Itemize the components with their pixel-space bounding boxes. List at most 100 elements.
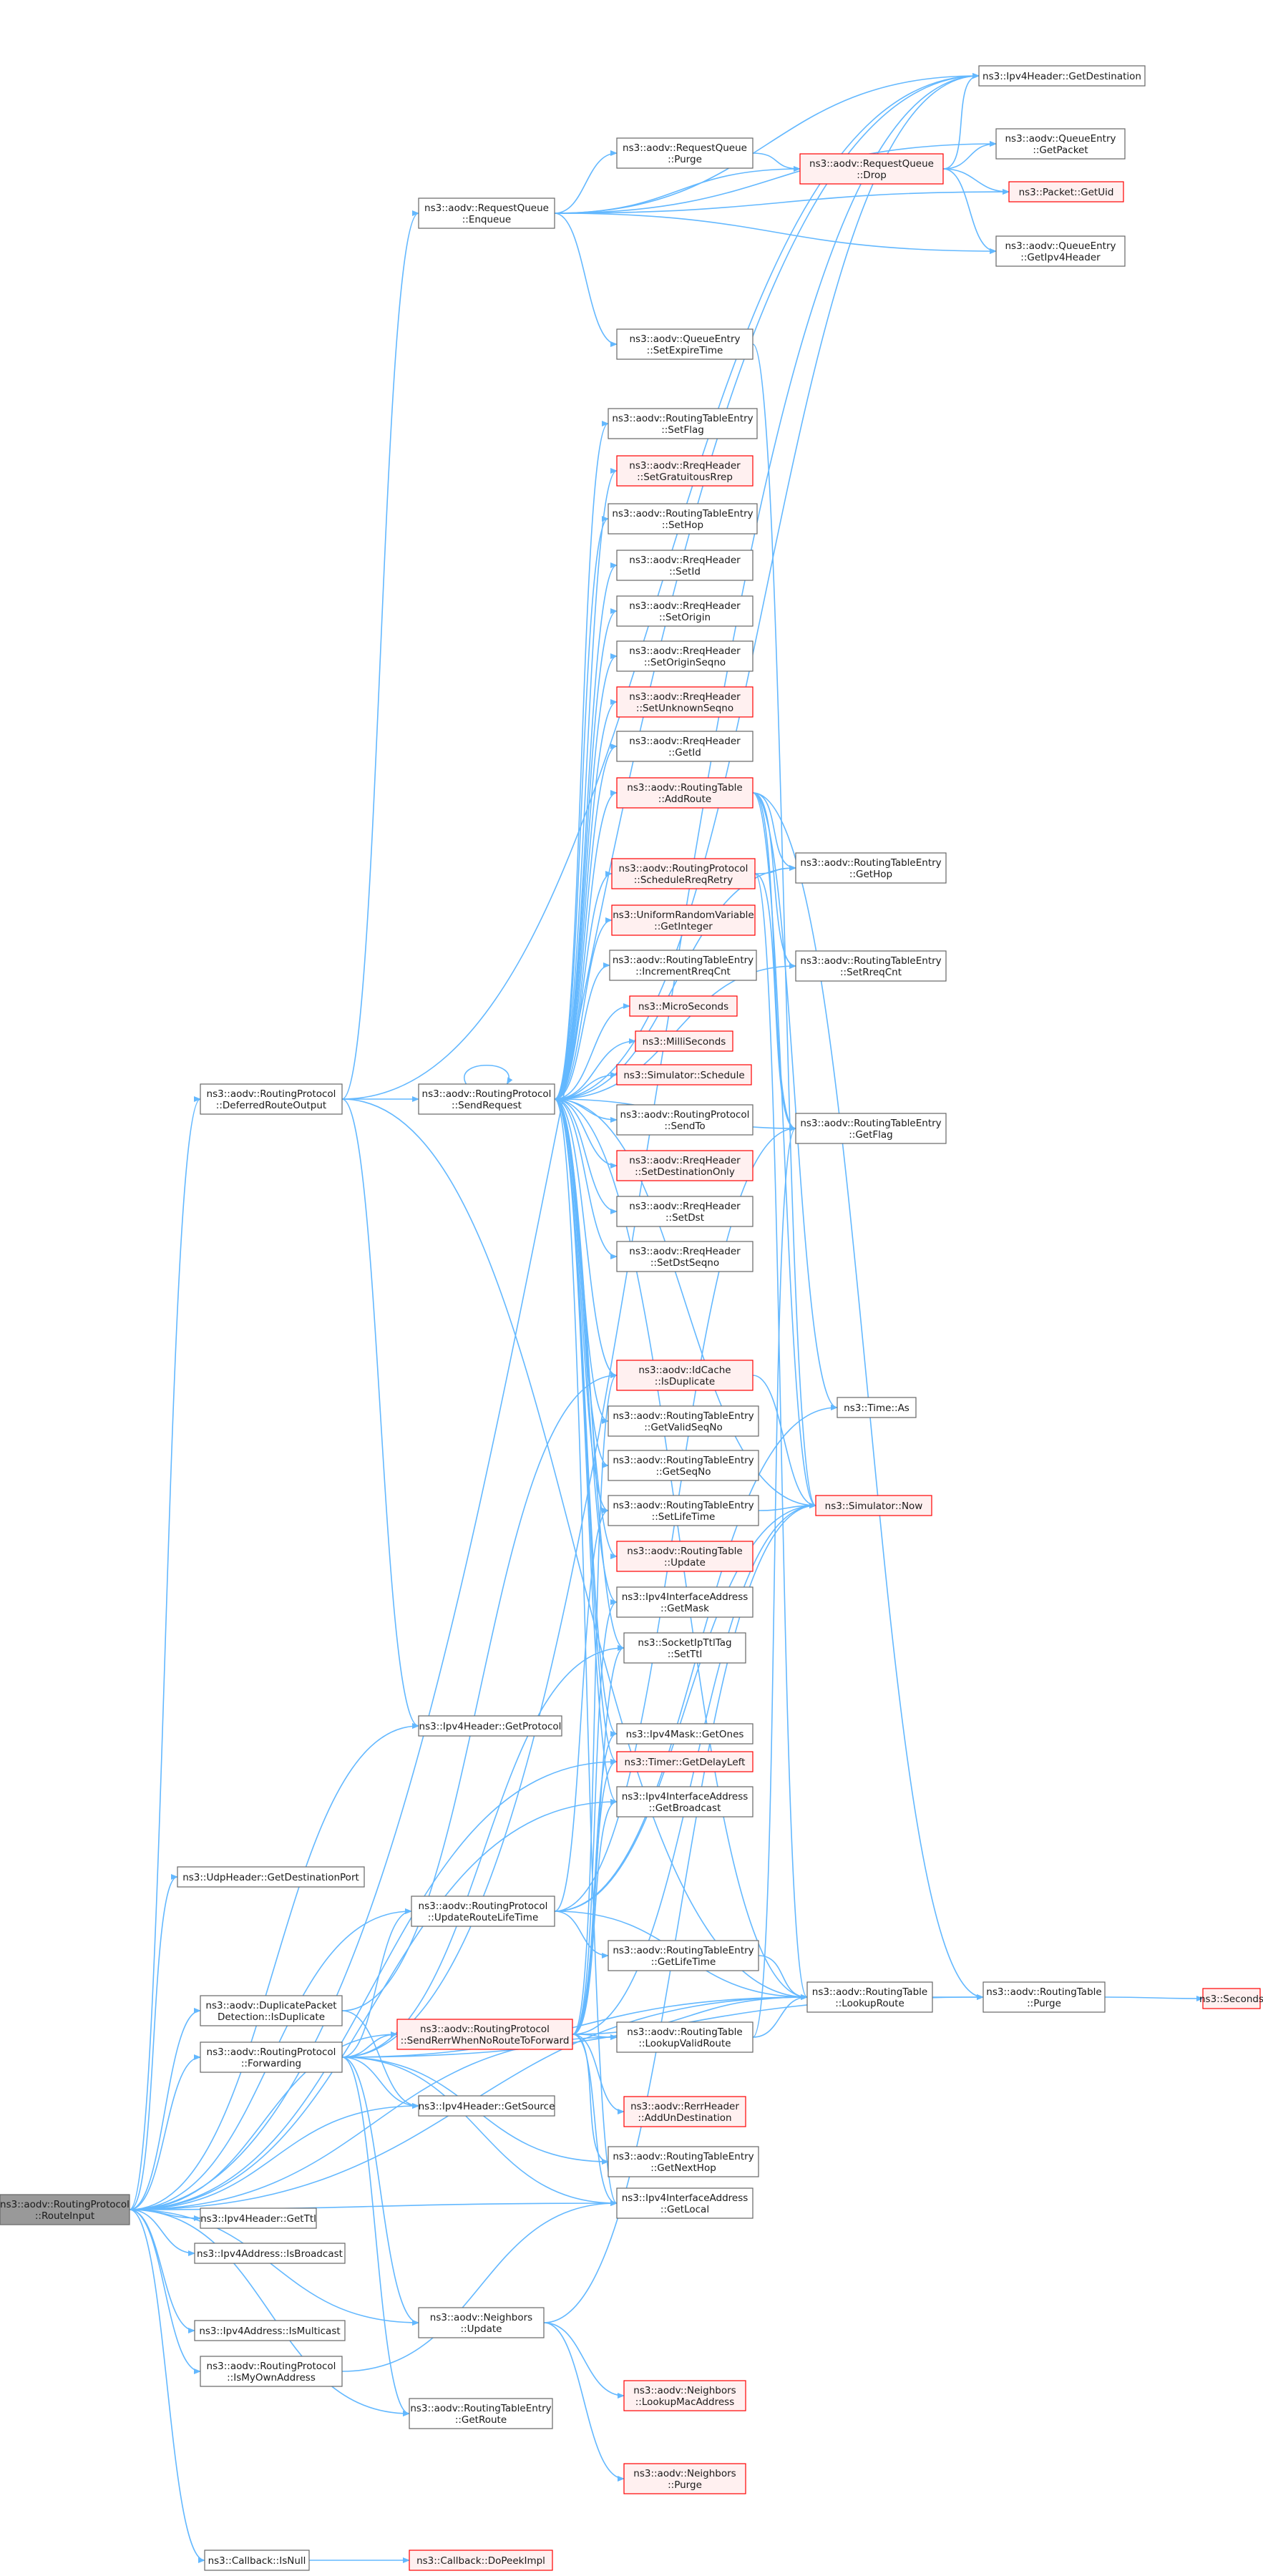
node-lvr[interactable]: ns3::aodv::RoutingTable::LookupValidRout…: [616, 2021, 754, 2053]
node-urlt[interactable]: ns3::aodv::RoutingProtocol::UpdateRouteL…: [411, 1896, 555, 1927]
node-label: ns3::aodv::RreqHeader: [629, 555, 741, 566]
node-gethop[interactable]: ns3::aodv::RoutingTableEntry::GetHop: [795, 852, 947, 884]
node-getsrc[interactable]: ns3::Ipv4Header::GetSource: [418, 2095, 555, 2117]
node-docb[interactable]: ns3::Callback::DoPeekImpl: [409, 2550, 553, 2571]
node-gnh[interactable]: ns3::aodv::RoutingTableEntry::GetNextHop: [608, 2146, 759, 2177]
node-proto[interactable]: ns3::Ipv4Header::GetProtocol: [418, 1715, 562, 1737]
node-isbc[interactable]: ns3::Ipv4Address::IsBroadcast: [194, 2243, 346, 2264]
node-label: ns3::Seconds: [1199, 1994, 1263, 2005]
node-delay[interactable]: ns3::Timer::GetDelayLeft: [616, 1751, 754, 1772]
node-isown[interactable]: ns3::aodv::RoutingProtocol::IsMyOwnAddre…: [200, 2356, 343, 2387]
node-now[interactable]: ns3::Simulator::Now: [815, 1495, 932, 1516]
node-drout[interactable]: ns3::aodv::RoutingProtocol::DeferredRout…: [200, 1083, 343, 1115]
node-label: ::GetFlag: [849, 1129, 893, 1141]
call-edge: [543, 1503, 816, 2323]
node-sched[interactable]: ns3::aodv::RoutingProtocol::ScheduleRreq…: [611, 858, 756, 889]
node-npurge[interactable]: ns3::aodv::Neighbors::Purge: [623, 2463, 746, 2494]
node-milli[interactable]: ns3::MilliSeconds: [635, 1030, 733, 1052]
node-label: ns3::aodv::RreqHeader: [629, 1155, 741, 1166]
call-edge: [554, 73, 980, 1100]
call-edge: [129, 2103, 419, 2210]
node-udpdst[interactable]: ns3::UdpHeader::GetDestinationPort: [177, 1866, 365, 1888]
node-label: ::SendTo: [664, 1121, 705, 1132]
node-getseq[interactable]: ns3::aodv::RoutingTableEntry::GetSeqNo: [608, 1450, 759, 1481]
node-getiphdr[interactable]: ns3::aodv::QueueEntry::GetIpv4Header: [995, 235, 1126, 267]
node-getdest[interactable]: ns3::Ipv4Header::GetDestination: [978, 65, 1146, 87]
node-getbc[interactable]: ns3::Ipv4InterfaceAddress::GetBroadcast: [616, 1786, 754, 1818]
node-nupd[interactable]: ns3::aodv::Neighbors::Update: [418, 2307, 545, 2338]
node-getflag[interactable]: ns3::aodv::RoutingTableEntry::GetFlag: [795, 1113, 947, 1144]
node-setlt[interactable]: ns3::aodv::RoutingTableEntry::SetLifeTim…: [608, 1495, 759, 1526]
node-setrc[interactable]: ns3::aodv::RoutingTableEntry::SetRreqCnt: [795, 950, 947, 982]
node-setid[interactable]: ns3::aodv::RreqHeader::SetId: [616, 550, 754, 581]
call-edge: [341, 2057, 410, 2416]
node-label: ::LookupMacAddress: [635, 2396, 735, 2408]
node-rtupd[interactable]: ns3::aodv::RoutingTable::Update: [616, 1541, 754, 1572]
node-label: ::SendRerrWhenNoRouteToForward: [401, 2035, 570, 2046]
node-urvint[interactable]: ns3::UniformRandomVariable::GetInteger: [611, 904, 756, 936]
node-getmask[interactable]: ns3::Ipv4InterfaceAddress::GetMask: [616, 1586, 754, 1618]
node-box: [616, 550, 754, 581]
node-cbnull[interactable]: ns3::Callback::IsNull: [204, 2550, 310, 2571]
node-sendto[interactable]: ns3::aodv::RoutingProtocol::SendTo: [616, 1104, 754, 1136]
node-lookroute[interactable]: ns3::aodv::RoutingTable::LookupRoute: [806, 1981, 933, 2013]
node-setttl[interactable]: ns3::SocketIpTtlTag::SetTtl: [623, 1632, 746, 1664]
node-label: ::SetLifeTime: [652, 1511, 716, 1523]
node-box: [616, 1150, 754, 1181]
node-label: ns3::aodv::RoutingTable: [812, 1986, 927, 1998]
node-label: ::GetLifeTime: [651, 1956, 716, 1968]
node-adddest[interactable]: ns3::aodv::RerrHeader::AddUnDestination: [623, 2096, 746, 2127]
node-drop[interactable]: ns3::aodv::RequestQueue::Drop: [799, 153, 944, 185]
call-edge: [554, 150, 618, 214]
node-setgr[interactable]: ns3::aodv::RreqHeader::SetGratuitousRrep: [616, 455, 754, 487]
node-label: ::Purge: [1027, 1998, 1061, 2009]
node-addroute[interactable]: ns3::aodv::RoutingTable::AddRoute: [616, 777, 754, 809]
node-setunk[interactable]: ns3::aodv::RreqHeader::SetUnknownSeqno: [616, 686, 754, 718]
node-ri[interactable]: ns3::aodv::RoutingProtocol::RouteInput: [0, 2194, 130, 2225]
node-purge[interactable]: ns3::aodv::RequestQueue::Purge: [616, 137, 754, 169]
node-sethop[interactable]: ns3::aodv::RoutingTableEntry::SetHop: [608, 503, 758, 535]
node-label: ns3::Ipv4InterfaceAddress: [622, 1591, 748, 1603]
node-label: ns3::Ipv4Address::IsMulticast: [199, 2326, 340, 2337]
node-simsched[interactable]: ns3::Simulator::Schedule: [616, 1064, 752, 1085]
node-getlocal[interactable]: ns3::Ipv4InterfaceAddress::GetLocal: [616, 2187, 754, 2219]
node-enq[interactable]: ns3::aodv::RequestQueue::Enqueue: [418, 197, 555, 229]
node-setorig[interactable]: ns3::aodv::RreqHeader::SetOrigin: [616, 595, 754, 627]
node-box: [616, 777, 754, 809]
node-setoseq[interactable]: ns3::aodv::RreqHeader::SetOriginSeqno: [616, 640, 754, 672]
call-edge: [341, 2057, 419, 2109]
node-ones[interactable]: ns3::Ipv4Mask::GetOnes: [616, 1723, 754, 1745]
node-label: ns3::aodv::RoutingTableEntry: [800, 955, 941, 967]
node-srerr[interactable]: ns3::aodv::RoutingProtocol::SendRerrWhen…: [396, 2019, 573, 2050]
node-seconds[interactable]: ns3::Seconds: [1199, 1988, 1263, 2009]
node-lookmac[interactable]: ns3::aodv::Neighbors::LookupMacAddress: [623, 2380, 746, 2411]
node-getroute[interactable]: ns3::aodv::RoutingTableEntry::GetRoute: [409, 2398, 553, 2429]
node-getlt[interactable]: ns3::aodv::RoutingTableEntry::GetLifeTim…: [608, 1940, 759, 1971]
node-rtpurge[interactable]: ns3::aodv::RoutingTable::Purge: [982, 1981, 1106, 2013]
node-timeas[interactable]: ns3::Time::As: [837, 1397, 917, 1418]
node-box: [995, 235, 1126, 267]
node-sreq[interactable]: ns3::aodv::RoutingProtocol::SendRequest: [418, 1083, 555, 1115]
node-setexp[interactable]: ns3::aodv::QueueEntry::SetExpireTime: [616, 328, 754, 360]
node-fwd[interactable]: ns3::aodv::RoutingProtocol::Forwarding: [200, 2041, 343, 2073]
node-ismc[interactable]: ns3::Ipv4Address::IsMulticast: [194, 2320, 346, 2341]
node-ttl[interactable]: ns3::Ipv4Header::GetTtl: [200, 2207, 317, 2229]
node-dpd[interactable]: ns3::aodv::DuplicatePacketDetection::IsD…: [200, 1995, 343, 2026]
node-label: ns3::aodv::RoutingTableEntry: [800, 1118, 941, 1129]
node-label: ::UpdateRouteLifeTime: [428, 1912, 539, 1923]
node-getpkt[interactable]: ns3::aodv::QueueEntry::GetPacket: [995, 128, 1126, 160]
call-edge: [554, 1003, 630, 1100]
node-gvsn[interactable]: ns3::aodv::RoutingTableEntry::GetValidSe…: [608, 1405, 759, 1437]
node-setflag[interactable]: ns3::aodv::RoutingTableEntry::SetFlag: [608, 408, 758, 439]
node-setdseq[interactable]: ns3::aodv::RreqHeader::SetDstSeqno: [616, 1241, 754, 1272]
node-incr[interactable]: ns3::aodv::RoutingTableEntry::IncrementR…: [609, 950, 757, 981]
node-label: ns3::aodv::RoutingTableEntry: [800, 857, 941, 869]
node-getid[interactable]: ns3::aodv::RreqHeader::GetId: [616, 731, 754, 762]
node-uid[interactable]: ns3::Packet::GetUid: [1008, 181, 1124, 203]
node-micro[interactable]: ns3::MicroSeconds: [629, 995, 738, 1017]
node-box: [418, 197, 555, 229]
node-setdst[interactable]: ns3::aodv::RreqHeader::SetDst: [616, 1196, 754, 1227]
node-idcache[interactable]: ns3::aodv::IdCache::IsDuplicate: [616, 1360, 754, 1391]
call-edge: [752, 792, 838, 1410]
node-setdo[interactable]: ns3::aodv::RreqHeader::SetDestinationOnl…: [616, 1150, 754, 1181]
